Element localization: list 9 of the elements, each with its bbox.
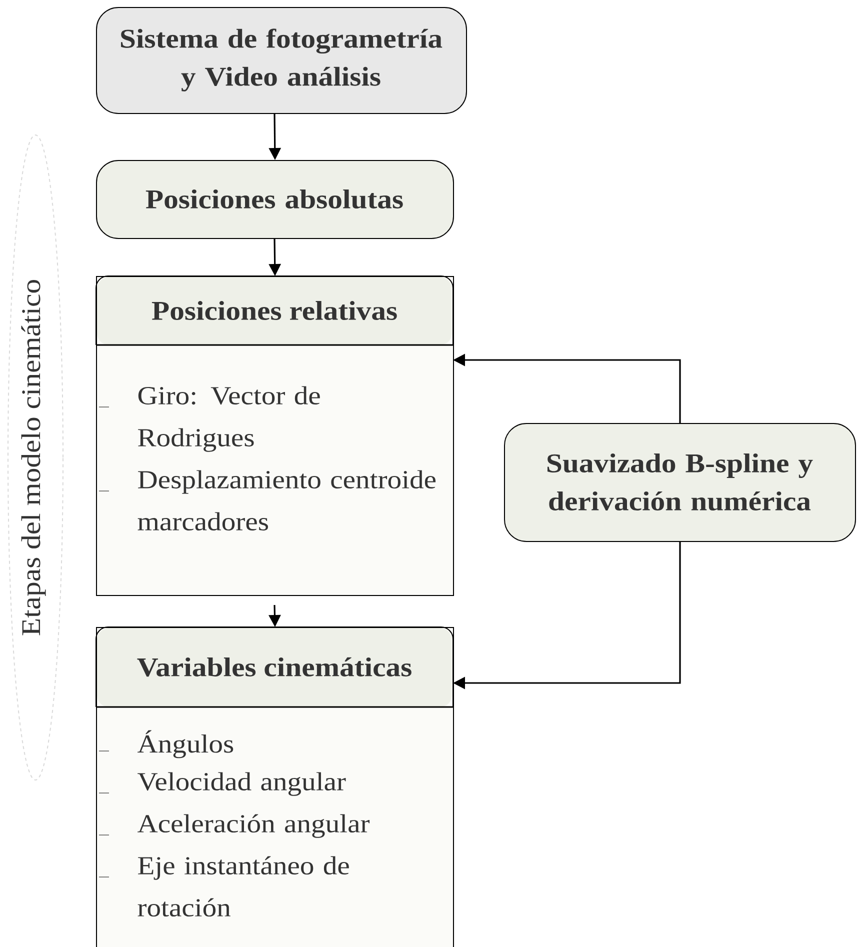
list-item: Giro: Vector de Rodrigues <box>98 386 320 452</box>
list-item: Eje instantáneo de rotación <box>98 856 349 917</box>
list-item: Ángulos <box>98 730 234 758</box>
process-box: Posiciones absolutas <box>96 160 454 239</box>
list-item: Velocidad angular <box>98 772 346 796</box>
list-item: Desplazamiento centroide marcadores <box>98 470 436 530</box>
process-box: Suavizado B-spline y derivación numérica <box>504 423 856 542</box>
process-box: Sistema de fotogrametría y Video análisis <box>96 7 467 114</box>
list-item: Aceleración angular <box>98 814 370 838</box>
